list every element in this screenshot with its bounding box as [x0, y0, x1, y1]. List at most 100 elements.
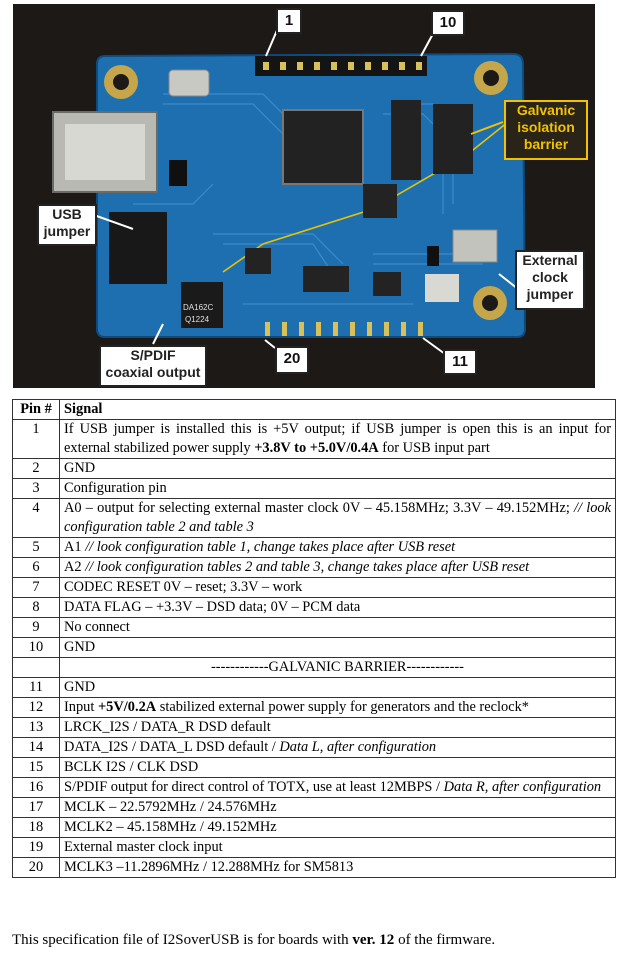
external-clock-line-3: jumper	[526, 286, 574, 302]
pin-signal: A2 // look configuration tables 2 and ta…	[59, 557, 616, 578]
pin-signal: No connect	[59, 617, 616, 638]
signal-text: A2	[64, 559, 86, 575]
footnote: This specification file of I2SoverUSB is…	[12, 931, 495, 950]
pcb-board	[96, 52, 527, 338]
pin-signal: GND	[59, 677, 616, 698]
pin-number	[12, 657, 60, 678]
signal-text: MCLK2 – 45.158MHz / 49.152MHz	[64, 819, 277, 835]
signal-text: S/PDIF output for direct control of TOTX…	[64, 779, 444, 795]
signal-text: No connect	[64, 619, 130, 635]
signal-italic-note: // look configuration tables 2 and table…	[85, 559, 530, 575]
galvanic-line-3: barrier	[523, 136, 569, 152]
pin-number: 8	[12, 597, 60, 618]
pin-signal: MCLK2 – 45.158MHz / 49.152MHz	[59, 817, 616, 838]
pin-signal: GND	[59, 458, 616, 479]
pin-signal: Input +5V/0.2A stabilized external power…	[59, 697, 616, 718]
signal-bold-text: +3.8V to +5.0V/0.4A	[254, 440, 379, 456]
header-pin: Pin #	[12, 399, 60, 420]
pin-number: 6	[12, 557, 60, 578]
pin-number: 11	[12, 677, 60, 698]
footnote-before: This specification file of I2SoverUSB is…	[12, 932, 353, 948]
pin-signal: DATA FLAG – +3.3V – DSD data; 0V – PCM d…	[59, 597, 616, 618]
galvanic-barrier-row: ------------GALVANIC BARRIER------------	[12, 657, 616, 678]
pin-signal: GND	[59, 637, 616, 658]
pin-signal: MCLK3 –11.2896MHz / 12.288MHz for SM5813	[59, 857, 616, 878]
pin-signal: If USB jumper is installed this is +5V o…	[59, 419, 616, 459]
signal-text: ------------GALVANIC BARRIER------------	[211, 659, 464, 675]
signal-text: LRCK_I2S / DATA_R DSD default	[64, 719, 271, 735]
galvanic-barrier-label: Galvanic isolation barrier	[504, 100, 588, 160]
spdif-line-2: coaxial output	[105, 364, 201, 380]
pin-signal: A1 // look configuration table 1, change…	[59, 537, 616, 558]
signal-text: External master clock input	[64, 839, 223, 855]
pin-20-label: 20	[275, 346, 309, 374]
pin-number: 16	[12, 777, 60, 798]
signal-text: DATA FLAG – +3.3V – DSD data; 0V – PCM d…	[64, 599, 361, 615]
pin-signal: LRCK_I2S / DATA_R DSD default	[59, 717, 616, 738]
pin-number: 12	[12, 697, 60, 718]
pin-number: 9	[12, 617, 60, 638]
pin-signal: BCLK I2S / CLK DSD	[59, 757, 616, 778]
main-chip	[282, 109, 364, 185]
signal-text: GND	[64, 639, 96, 655]
usb-jumper-label: USB jumper	[37, 204, 97, 246]
pin-10-label: 10	[431, 10, 465, 36]
pin-number: 20	[12, 857, 60, 878]
pin-number: 5	[12, 537, 60, 558]
signal-text: BCLK I2S / CLK DSD	[64, 759, 199, 775]
signal-bold-text: +5V/0.2A	[97, 699, 157, 715]
signal-text: CODEC RESET 0V – reset; 3.3V – work	[64, 579, 303, 595]
external-clock-line-1: External	[522, 252, 578, 268]
pin-1-label: 1	[276, 8, 302, 34]
spdif-transformer	[181, 282, 223, 328]
pin-signal: A0 – output for selecting external maste…	[59, 498, 616, 538]
pin-number: 2	[12, 458, 60, 479]
pin-number: 19	[12, 837, 60, 858]
header-signal: Signal	[59, 399, 616, 420]
footnote-version: ver. 12	[352, 932, 395, 948]
signal-text: Configuration pin	[64, 480, 167, 496]
pin-number: 1	[12, 419, 60, 459]
signal-italic-note: // look configuration table 1, change ta…	[85, 539, 456, 555]
pin-signal: CODEC RESET 0V – reset; 3.3V – work	[59, 577, 616, 598]
signal-text: If USB jumper is installed this is +5V o…	[64, 421, 611, 456]
external-clock-jumper-label: External clock jumper	[515, 250, 585, 310]
pin-signal: MCLK – 22.5792MHz / 24.576MHz	[59, 797, 616, 818]
pin-number: 13	[12, 717, 60, 738]
pin-number: 18	[12, 817, 60, 838]
pin-number: 10	[12, 637, 60, 658]
signal-text: MCLK3 –11.2896MHz / 12.288MHz for SM5813	[64, 859, 354, 875]
board-photo: DA162C Q1224 1 10 20 11	[13, 4, 595, 388]
spdif-output-label: S/PDIF coaxial output	[99, 345, 207, 387]
usb-jumper-line-1: USB	[52, 206, 82, 222]
signal-text: stabilized external power supply for gen…	[156, 699, 529, 715]
usb-jumper-line-2: jumper	[43, 223, 91, 239]
galvanic-line-2: isolation	[517, 119, 575, 135]
signal-text: Input	[64, 699, 98, 715]
signal-text: DATA_I2S / DATA_L DSD default /	[64, 739, 280, 755]
pin-signal: External master clock input	[59, 837, 616, 858]
signal-text: GND	[64, 460, 96, 476]
pin-11-label: 11	[443, 349, 477, 375]
signal-italic-note: Data R, after configuration	[443, 779, 602, 795]
pin-number: 4	[12, 498, 60, 538]
